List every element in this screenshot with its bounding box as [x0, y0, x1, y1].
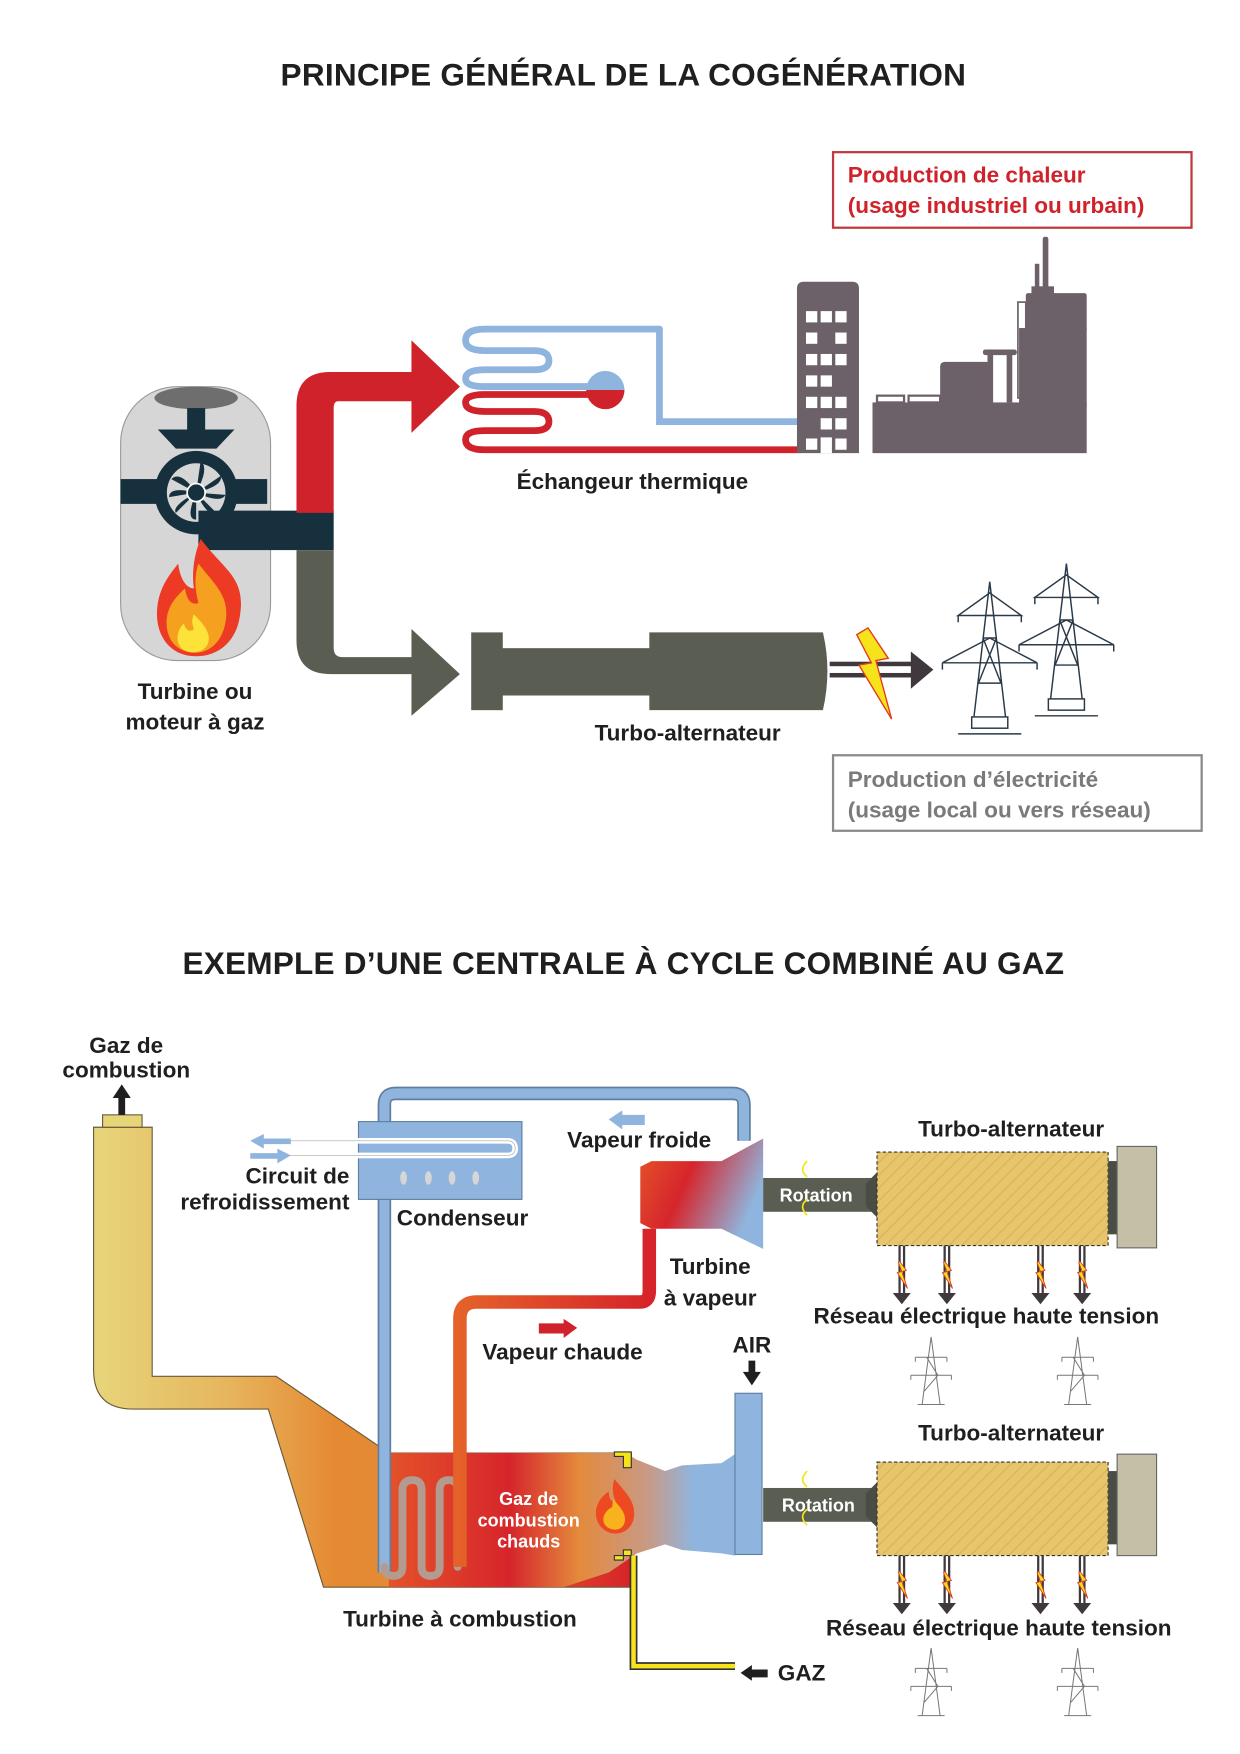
hot-gas-label-line1: Gaz de: [499, 1489, 558, 1509]
exchanger-label: Échangeur thermique: [517, 469, 749, 494]
rotation-icon: [801, 1160, 808, 1216]
rotation-icon: [801, 1470, 808, 1526]
flame-icon: [156, 538, 241, 657]
alternator-label: Turbo-alternateur: [595, 721, 781, 746]
heat-production-box: Production de chaleur (usage industriel …: [831, 151, 1193, 229]
cooling-label-line1: Circuit de: [246, 1164, 350, 1189]
exhaust-arrow-icon: [296, 550, 460, 716]
steam-turbine-label-line1: Turbine: [670, 1254, 751, 1279]
generator-2: Turbo-alternateur Rotation Réseau électr…: [763, 1421, 1172, 1717]
grid-output-arrows: [892, 1555, 1092, 1615]
gas-turbine-icon: [120, 386, 334, 662]
cooling-label-line2: refroidissement: [180, 1190, 350, 1215]
rotation-label-1: Rotation: [780, 1186, 853, 1206]
generator-2-title: Turbo-alternateur: [918, 1421, 1104, 1446]
apartment-building-icon: [796, 281, 859, 454]
gas-label: GAZ: [778, 1661, 826, 1686]
flue-gas-label-line1: Gaz de: [89, 1033, 163, 1058]
combustion-flame-icon: [595, 1478, 635, 1534]
grid-output-arrows: [892, 1245, 1092, 1305]
generator-1-title: Turbo-alternateur: [918, 1116, 1104, 1141]
cold-steam-label: Vapeur froide: [567, 1128, 711, 1153]
turbine-label-line1: Turbine ou: [138, 679, 253, 704]
shaft-1: [763, 1177, 874, 1212]
turbine-label-line2: moteur à gaz: [126, 709, 265, 734]
electricity-production-box: Production d’électricité (usage local ou…: [831, 754, 1203, 832]
lightning-icon: [855, 626, 893, 720]
grid-label-2: Réseau électrique haute tension: [826, 1616, 1172, 1641]
pylon-icon: [941, 563, 1115, 735]
condenser-label: Condenseur: [397, 1205, 529, 1230]
condenser: [276, 1121, 523, 1200]
hot-steam-label: Vapeur chaude: [482, 1339, 642, 1364]
heat-box-line2: (usage industriel ou urbain): [848, 193, 1145, 218]
gas-left-arrow-icon: [740, 1664, 768, 1681]
combustion-turbine-label: Turbine à combustion: [343, 1607, 577, 1632]
steam-turbine-label-line2: à vapeur: [664, 1285, 757, 1310]
hot-gas-label-line2: combustion: [478, 1510, 580, 1530]
electricity-box-line1: Production d’électricité: [848, 767, 1098, 792]
heat-recovery-coils: [380, 1476, 462, 1580]
condensate-drops-icon: [400, 1171, 480, 1185]
heat-box-line1: Production de chaleur: [848, 163, 1086, 188]
steam-turbine: [640, 1138, 764, 1249]
flue-up-arrow-icon: [112, 1084, 131, 1115]
flue-gas-label-line2: combustion: [62, 1058, 190, 1083]
cold-steam-pipe: [377, 1086, 751, 1573]
turbo-alternator-icon: [471, 632, 828, 711]
heat-arrow-icon: [296, 340, 460, 513]
grid-label-1: Réseau électrique haute tension: [814, 1303, 1160, 1328]
section2-title: EXEMPLE D’UNE CENTRALE À CYCLE COMBINÉ A…: [182, 945, 1064, 981]
cooling-arrows-icon: [250, 1134, 291, 1164]
heat-exchanger-icon: [462, 325, 804, 454]
hot-steam-pipe: [453, 1228, 657, 1567]
hot-steam-arrow-icon: [538, 1318, 578, 1339]
generator-1: Turbo-alternateur Rotation Réseau électr…: [763, 1116, 1160, 1406]
section1-title: PRINCIPE GÉNÉRAL DE LA COGÉNÉRATION: [281, 57, 967, 93]
small-pylon-icon: [910, 1647, 1099, 1717]
factory-icon: [872, 236, 1087, 454]
air-down-arrow-icon: [742, 1360, 761, 1386]
cold-steam-arrow-icon: [608, 1110, 645, 1130]
rotation-label-2: Rotation: [782, 1496, 855, 1516]
hot-gas-label-line3: chauds: [497, 1532, 560, 1552]
electricity-box-line2: (usage local ou vers réseau): [848, 797, 1151, 822]
small-pylon-icon: [910, 1336, 1099, 1406]
shaft-2: [763, 1487, 874, 1522]
air-label: AIR: [732, 1333, 771, 1358]
combustion-turbine: [388, 1392, 763, 1588]
burner-icon: [613, 1451, 735, 1671]
